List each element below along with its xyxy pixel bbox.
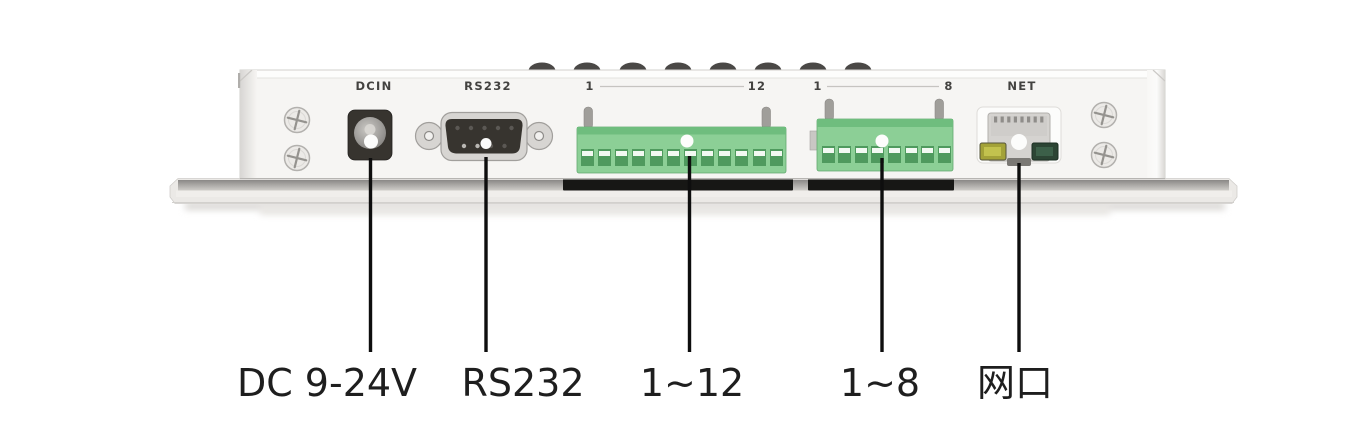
- panel-label-net: NET: [1007, 79, 1036, 93]
- rj45-contacts: [994, 116, 1044, 123]
- rs232-db9-connector: [414, 111, 554, 162]
- terminal-block-12: [576, 106, 787, 174]
- screw-left-bottom: [283, 144, 311, 172]
- body-left-bevel: [240, 70, 257, 179]
- terminal8-first-pin-label: 1: [813, 79, 822, 93]
- db9-reflection: [480, 138, 492, 149]
- screw-right-bottom: [1090, 141, 1118, 169]
- screw-right-top: [1090, 101, 1118, 129]
- panel-silkscreen-labels: DCIN RS232 1 12 1 8 NET: [355, 79, 1036, 93]
- body-right-bevel: [1147, 70, 1165, 179]
- rj45-ethernet-port: [976, 106, 1062, 166]
- callout-label-network-port: 网口: [977, 361, 1053, 405]
- callout-label-rs232: RS232: [461, 361, 584, 405]
- screw-left-top: [283, 106, 311, 134]
- panel-label-rs232: RS232: [464, 79, 512, 93]
- flange-shadow: [185, 202, 1225, 215]
- callout-label-terminal-1-8: 1~8: [840, 361, 920, 405]
- callout-lines: [368, 156, 1021, 352]
- terminal12-first-pin-label: 1: [585, 79, 594, 93]
- db9-pins: [455, 125, 514, 149]
- db9-screw-hole-right: [533, 130, 545, 142]
- terminal-block-8: [809, 98, 954, 172]
- callout-label-dc-power: DC 9-24V: [237, 361, 417, 405]
- terminal12-last-pin-label: 12: [748, 79, 767, 93]
- panel-label-dcin: DCIN: [355, 79, 392, 93]
- terminal12-highlight: [680, 134, 694, 148]
- terminal8-highlight: [875, 134, 889, 148]
- dc-power-jack: [347, 109, 393, 161]
- callout-labels: DC 9-24V RS232 1~12 1~8 网口: [237, 361, 1053, 405]
- db9-screw-hole-left: [423, 130, 435, 142]
- terminal8-last-pin-label: 8: [944, 79, 953, 93]
- callout-label-terminal-1-12: 1~12: [640, 361, 744, 405]
- rj45-latch: [1007, 158, 1031, 166]
- rj45-reflection: [1011, 134, 1027, 150]
